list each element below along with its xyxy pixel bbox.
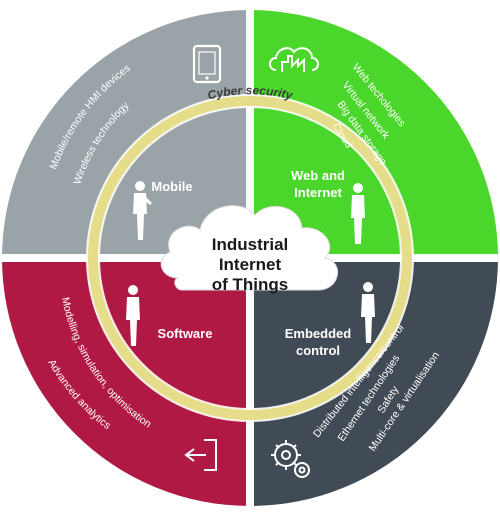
exit-door-icon: [184, 439, 217, 471]
cloud-factory-icon: [269, 47, 319, 72]
cyber-security-ring: [87, 95, 413, 421]
center-cloud: Industrial Internet of Things: [160, 205, 339, 294]
person-walking-icon: [351, 183, 365, 244]
tablet-icon: [192, 44, 222, 84]
embedded-title-line-1: Embedded: [285, 326, 352, 341]
person-standing-icon: [361, 282, 375, 343]
web-title-line-1: Web and: [291, 168, 345, 183]
mobile-title: Mobile: [151, 179, 192, 194]
center-line-3: of Things: [212, 275, 288, 294]
center-line-2: Internet: [219, 255, 282, 274]
web-title-line-2: Internet: [294, 185, 342, 200]
quadrant-software: [2, 262, 246, 506]
person-standing-icon: [126, 285, 140, 346]
embedded-title-line-2: control: [296, 343, 340, 358]
software-title: Software: [158, 326, 213, 341]
cyber-security-label: Cyber security: [206, 83, 295, 102]
center-line-1: Industrial: [212, 235, 289, 254]
person-standing-icon: [133, 181, 152, 240]
gears-icon: [271, 440, 310, 478]
